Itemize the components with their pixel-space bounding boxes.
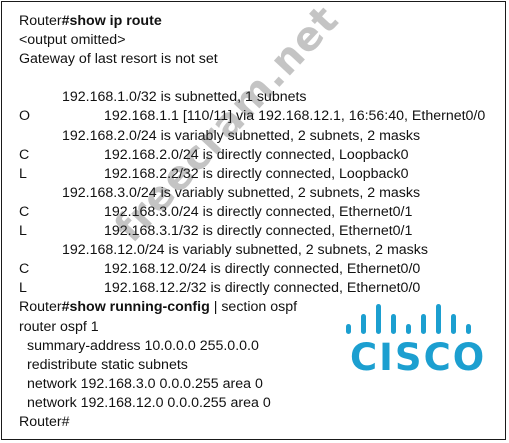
config-line: network 192.168.3.0 0.0.0.255 area 0 xyxy=(27,375,263,392)
cisco-bar xyxy=(421,314,426,334)
route-entry: C 192.168.2.0/24 is directly connected, L… xyxy=(19,146,499,165)
command-line: Router#show ip route xyxy=(19,12,499,31)
route-code: O xyxy=(19,108,31,125)
route-entry: L 192.168.12.2/32 is directly connected, … xyxy=(19,279,499,298)
terminal-output: Router#show ip route<output omitted>Gate… xyxy=(19,12,499,432)
cisco-logo-text: CISCO xyxy=(350,336,487,379)
route-code: L xyxy=(19,165,27,182)
route-code: C xyxy=(19,261,30,278)
command-args: | section ospf xyxy=(209,299,298,316)
route-entry: L 192.168.2.2/32 is directly connected, L… xyxy=(19,165,499,184)
output-line: Router# xyxy=(19,413,70,430)
prompt: Router xyxy=(19,13,62,29)
output-line: <output omitted> xyxy=(19,32,126,49)
route-entry: O 192.168.1.1 [110/11] via 192.168.12.1, … xyxy=(19,107,499,126)
route-entry: C 192.168.3.0/24 is directly connected, E… xyxy=(19,203,499,222)
route-text: 192.168.1.1 [110/11] via 192.168.12.1, 1… xyxy=(104,108,486,125)
route-text: 192.168.2.2/32 is directly connected, Lo… xyxy=(104,165,409,182)
cisco-bar xyxy=(391,314,396,334)
cisco-bar xyxy=(406,324,411,334)
route-text: 192.168.12.0/24 is directly connected, E… xyxy=(104,261,421,278)
output-line xyxy=(19,69,499,88)
route-text: 192.168.3.1/32 is directly connected, Et… xyxy=(104,223,413,240)
route-code: C xyxy=(19,146,30,163)
route-text: 192.168.2.0/24 is directly connected, Lo… xyxy=(104,146,409,163)
route-code: L xyxy=(19,280,27,297)
cisco-bars-icon xyxy=(346,304,471,334)
route-entry: L 192.168.3.1/32 is directly connected, E… xyxy=(19,222,499,241)
route-text: 192.168.3.0/24 is directly connected, Et… xyxy=(104,203,413,220)
cisco-bar xyxy=(346,324,351,334)
subnet-header: 192.168.2.0/24 is variably subnetted, 2 … xyxy=(62,127,421,144)
route-code: C xyxy=(19,203,30,220)
subnet-header: 192.168.3.0/24 is variably subnetted, 2 … xyxy=(62,184,421,201)
prompt: Router xyxy=(19,299,62,316)
config-line: network 192.168.12.0 0.0.0.255 area 0 xyxy=(27,394,271,411)
route-code: L xyxy=(19,223,27,240)
cisco-bar xyxy=(376,304,381,334)
subnet-header: 192.168.1.0/32 is subnetted, 1 subnets xyxy=(62,89,307,106)
command: #show running-config xyxy=(61,299,210,316)
route-text: 192.168.12.2/32 is directly connected, E… xyxy=(104,280,421,297)
cisco-bar xyxy=(451,314,456,334)
subnet-header: 192.168.12.0/24 is variably subnetted, 2… xyxy=(62,242,428,259)
output-line: Gateway of last resort is not set xyxy=(19,51,218,68)
route-entry: C 192.168.12.0/24 is directly connected, … xyxy=(19,260,499,279)
output-line: router ospf 1 xyxy=(19,318,99,335)
cisco-bar xyxy=(361,314,366,334)
cisco-bar xyxy=(436,304,441,334)
config-line: summary-address 10.0.0.0 255.0.0.0 xyxy=(27,337,259,354)
command: #show ip route xyxy=(61,13,162,29)
config-line: redistribute static subnets xyxy=(27,356,188,373)
cisco-bar xyxy=(466,324,471,334)
command-line: Router#show running-config | section osp… xyxy=(19,298,499,317)
cisco-logo: CISCO xyxy=(338,292,488,392)
